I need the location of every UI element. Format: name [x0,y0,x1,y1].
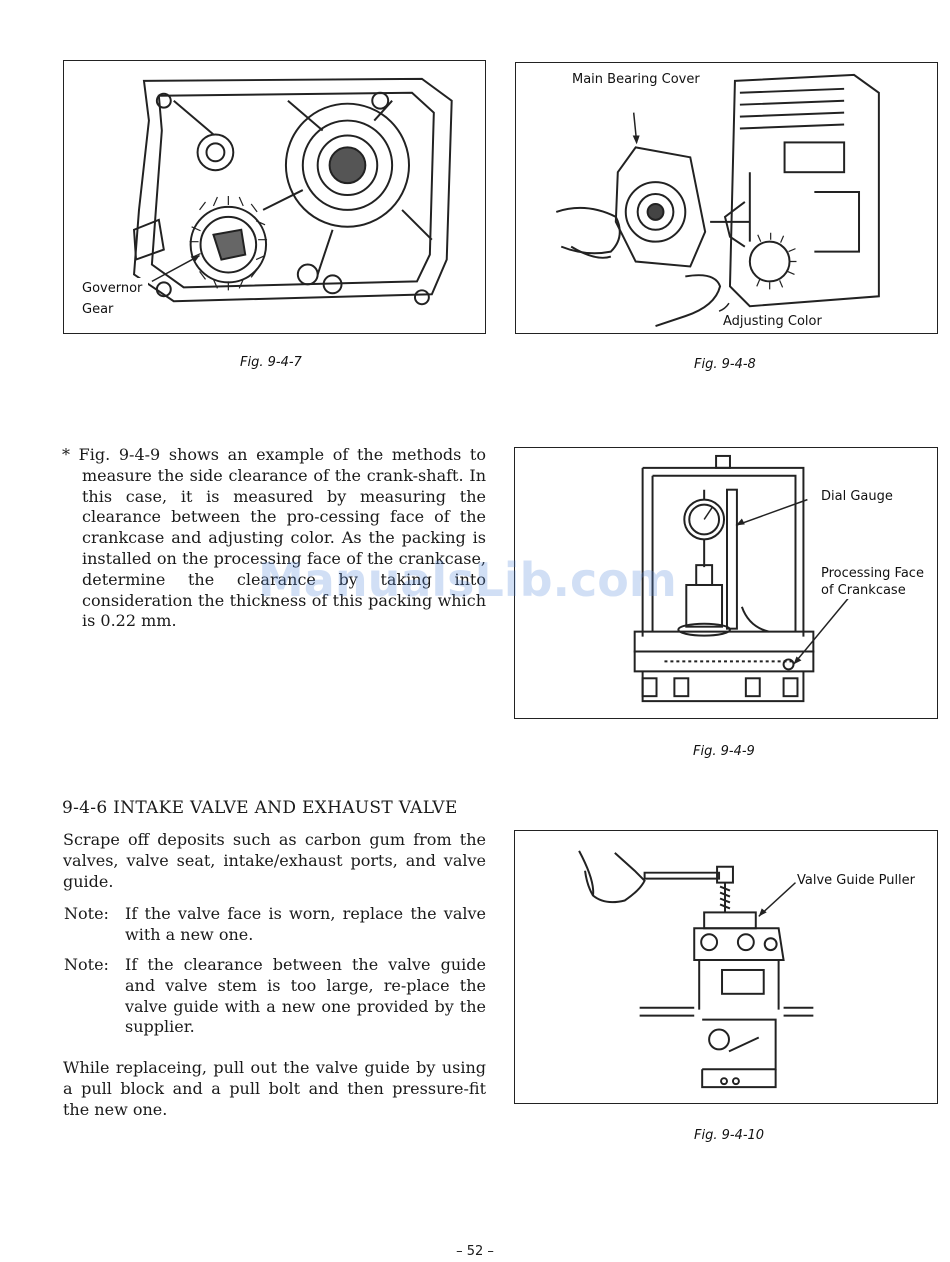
bearing-cover-illustration [555,73,880,327]
figure-caption: Fig. 9-4-7 [240,355,302,370]
valve-guide-puller-label: Valve Guide Puller [797,873,916,889]
side-clearance-paragraph: * Fig. 9-4-9 shows an example of the met… [62,445,486,631]
intro-paragraph: Scrape off deposits such as carbon gum f… [63,830,486,891]
note-valve-clearance: Note: If the clearance between the valve… [64,955,486,1038]
closing-paragraph: While replaceing, pull out the valve gui… [63,1058,486,1119]
note-text: If the valve face is worn, replace the v… [125,904,486,944]
of-crankcase-label: of Crankcase [821,583,906,599]
figure-9-4-9: Dial Gauge Processing Face of Crankcase [514,447,938,719]
dial-gauge-label: Dial Gauge [821,489,893,505]
note-text: If the clearance between the valve guide… [125,955,486,1037]
figure-caption: Fig. 9-4-9 [693,744,755,759]
note-valve-face: Note: If the valve face is worn, replace… [64,904,486,946]
figure-caption: Fig. 9-4-10 [694,1128,765,1143]
adjusting-color-label: Adjusting Color [723,314,822,330]
figure-9-4-7: Governor Gear [63,60,486,334]
processing-face-label: Processing Face [821,566,924,582]
note-label: Note: [64,955,109,974]
figure-caption: Fig. 9-4-8 [694,357,756,372]
main-bearing-cover-label: Main Bearing Cover [572,72,700,88]
page-number: – 52 – [456,1244,494,1259]
figure-9-4-10: Valve Guide Puller [514,830,938,1104]
valve-guide-puller-illustration [578,850,814,1089]
governor-gear-label: Governor Gear [82,278,148,320]
crankcase-illustration [132,77,453,306]
dial-gauge-illustration [633,454,852,703]
figure-9-4-8: Main Bearing Cover Adjusting Color [515,62,938,334]
note-label: Note: [64,904,109,923]
section-heading: 9-4-6 INTAKE VALVE AND EXHAUST VALVE [62,798,458,818]
